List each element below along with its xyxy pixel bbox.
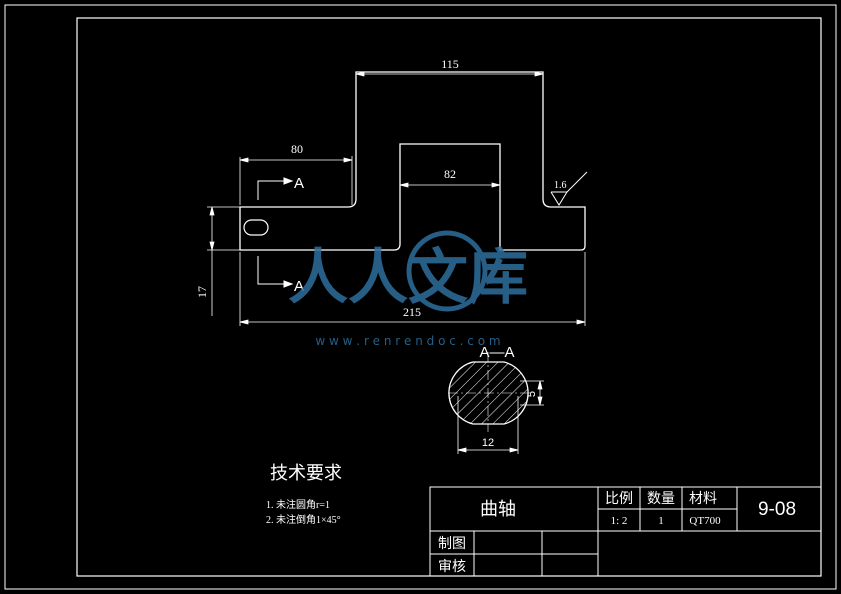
dim-label-17: 17 <box>195 286 209 298</box>
checked-by-label: 审核 <box>438 558 466 574</box>
section-marker-top <box>257 177 294 200</box>
scale-value: 1: 2 <box>611 515 628 527</box>
dim-label-80: 80 <box>291 142 303 156</box>
roughness-symbol <box>550 171 588 206</box>
outer-border <box>4 4 837 590</box>
quantity-value: 1 <box>658 515 664 527</box>
dim-label-215: 215 <box>403 305 421 319</box>
oil-slot <box>243 219 269 236</box>
watermark-logo-ring <box>406 230 488 312</box>
section-marker-bottom <box>257 256 294 288</box>
drawn-by-label: 制图 <box>438 535 466 551</box>
part-outline <box>239 71 586 251</box>
tech-req-item-1: 1. 未注圆角r=1 <box>266 498 330 511</box>
dim-label-5: 5 <box>526 391 538 397</box>
section-marker-bottom-label: A <box>294 278 304 295</box>
dimension-215 <box>239 252 586 326</box>
roughness-value: 1.6 <box>554 180 567 191</box>
section-centerlines <box>448 352 530 432</box>
dimension-80 <box>239 156 353 205</box>
scale-label: 比例 <box>605 490 633 506</box>
dimension-5 <box>520 380 544 406</box>
section-hatch <box>448 362 529 424</box>
tech-req-item-2: 2. 未注倒角1×45° <box>266 513 341 526</box>
dimension-82 <box>399 182 501 188</box>
dimension-17 <box>207 206 240 316</box>
drawing-number: 9-08 <box>758 499 796 520</box>
dimension-12 <box>457 396 519 454</box>
watermark-url: w w w . r e n r e n d o c . c o m <box>315 334 500 348</box>
dim-label-12: 12 <box>482 437 494 449</box>
watermark: 人人文库 w w w . r e n r e n d o c . c o m <box>288 230 528 348</box>
watermark-text: 人人文库 <box>288 243 528 313</box>
tech-req-title: 技术要求 <box>270 463 342 483</box>
material-value: QT700 <box>689 515 721 527</box>
material-label: 材料 <box>689 490 717 506</box>
dim-label-115: 115 <box>441 57 459 71</box>
section-marker-top-label: A <box>294 175 304 192</box>
quantity-label: 数量 <box>647 490 675 506</box>
section-outline <box>448 361 529 425</box>
part-name: 曲轴 <box>480 499 516 519</box>
dimension-115 <box>355 71 544 77</box>
title-block-grid <box>429 486 822 577</box>
dim-label-82: 82 <box>444 167 456 181</box>
